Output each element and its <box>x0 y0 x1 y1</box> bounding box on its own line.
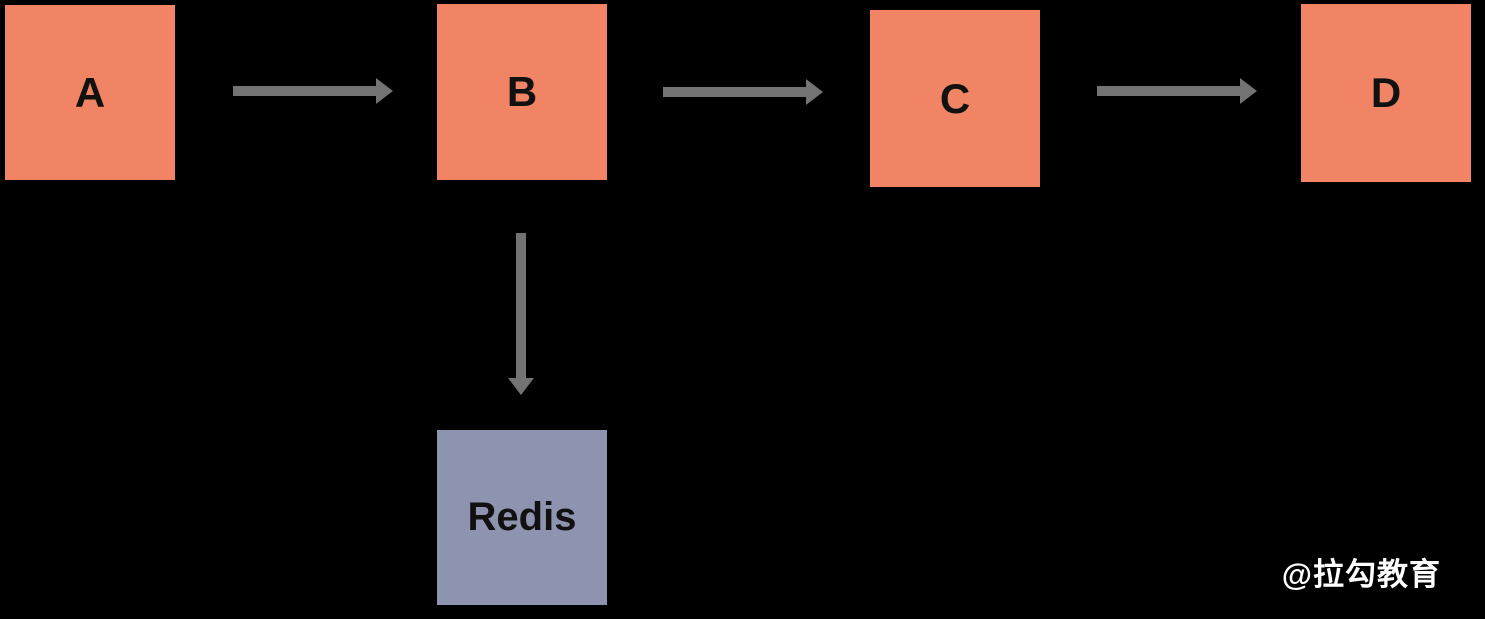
arrow-a-to-b <box>233 78 393 104</box>
node-a: A <box>5 5 175 180</box>
node-a-label: A <box>74 68 106 116</box>
node-d: D <box>1301 4 1471 182</box>
watermark: @拉勾教育 <box>1281 557 1441 592</box>
arrow-right-icon <box>806 79 823 105</box>
arrow-c-to-d <box>1097 78 1257 104</box>
arrow-shaft <box>663 87 806 97</box>
arrow-right-icon <box>1240 78 1257 104</box>
node-d-label: D <box>1370 69 1402 116</box>
node-c-label: C <box>939 74 971 122</box>
node-redis: Redis <box>437 430 607 605</box>
arrow-shaft <box>516 233 526 378</box>
node-c: C <box>870 10 1040 187</box>
arrow-down-icon <box>508 378 534 395</box>
node-b-label: B <box>506 68 538 115</box>
arrow-shaft <box>233 86 376 96</box>
arrow-right-icon <box>376 78 393 104</box>
arrow-b-to-c <box>663 79 823 105</box>
node-redis-label: Redis <box>467 495 577 539</box>
arrow-b-to-redis <box>508 233 534 395</box>
node-b: B <box>437 4 607 180</box>
arrow-shaft <box>1097 86 1240 96</box>
